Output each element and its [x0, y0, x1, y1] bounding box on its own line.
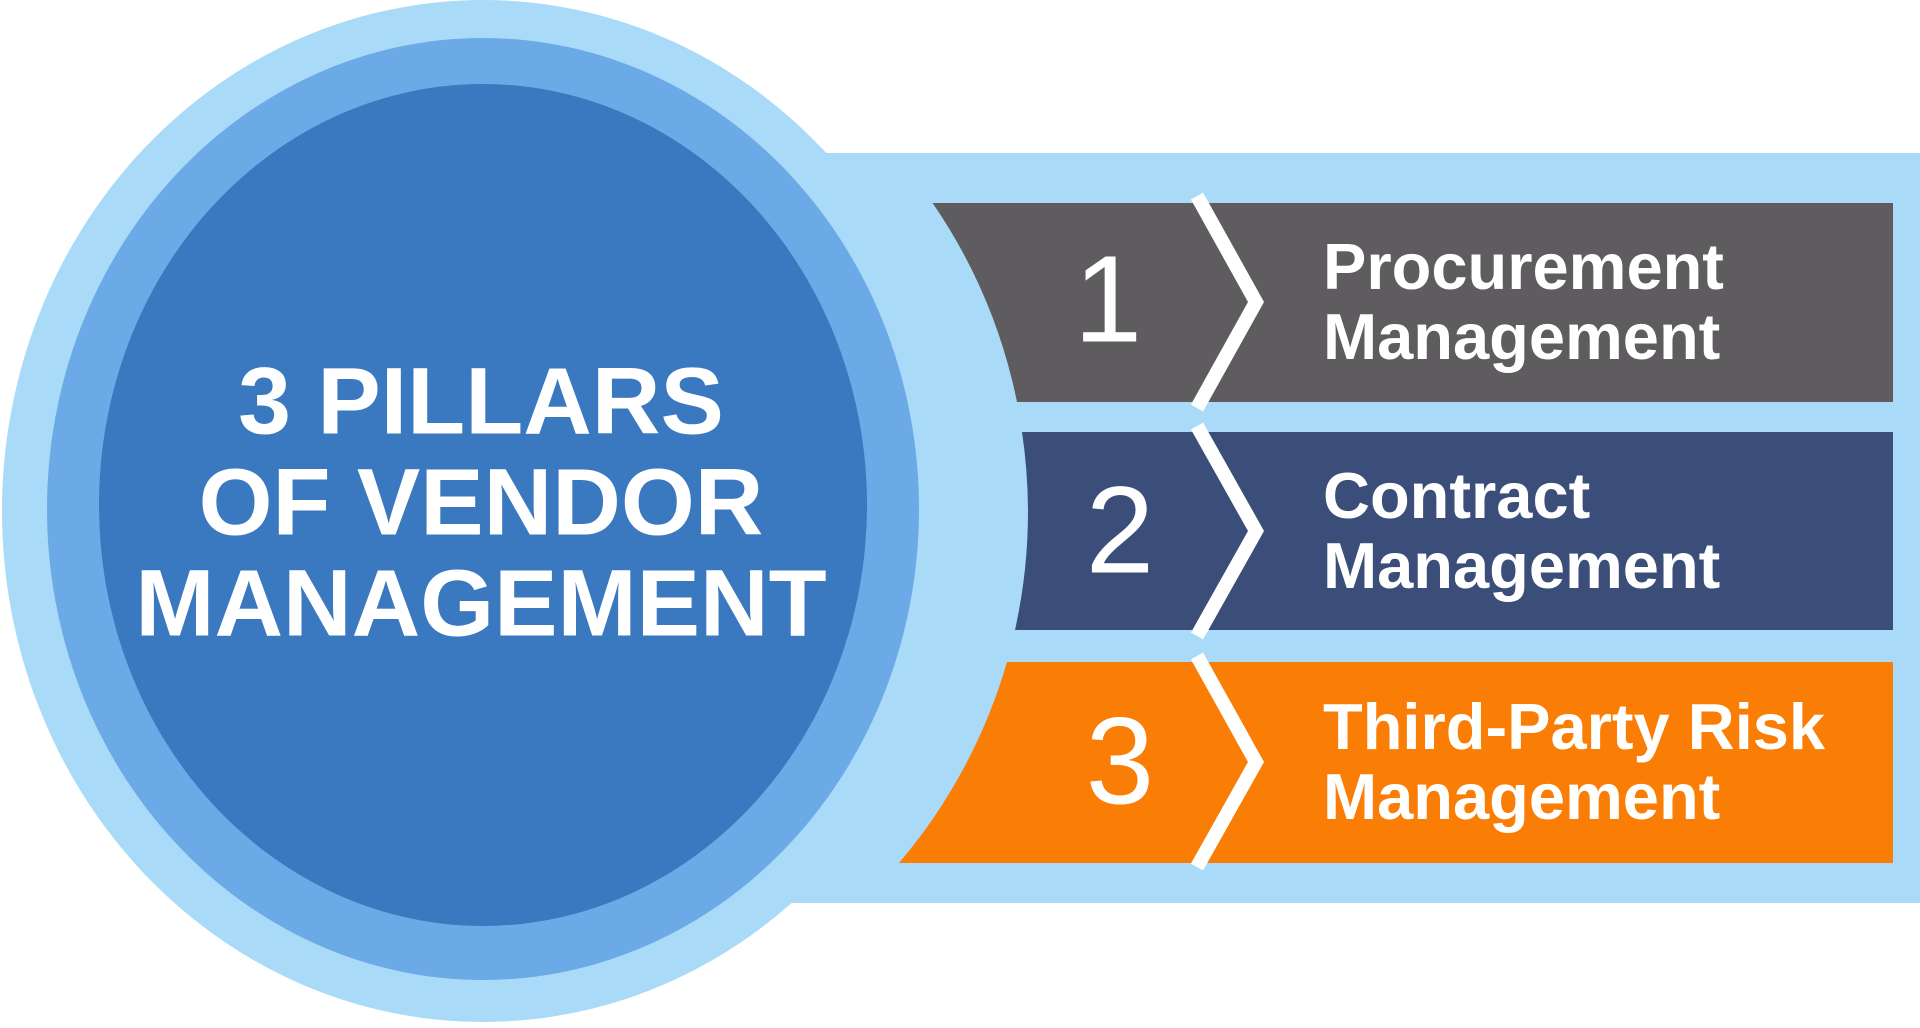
pillar-bar-1: [932, 203, 1893, 402]
pillar-bar-3: [899, 662, 1893, 863]
circle-title-line-3: MANAGEMENT: [135, 550, 827, 657]
pillar-2-number: 2: [1085, 462, 1155, 600]
pillar-3-label: Third-Party Risk Management: [1323, 692, 1825, 832]
circle-title: 3 PILLARS OF VENDOR MANAGEMENT: [135, 348, 827, 657]
pillar-3-label-line-2: Management: [1323, 760, 1721, 833]
pillar-3-label-line-1: Third-Party Risk: [1323, 690, 1826, 763]
pillar-1-label: Procurement Management: [1323, 232, 1724, 372]
pillar-1-label-line-2: Management: [1323, 300, 1721, 373]
circle-inner: [99, 84, 867, 926]
pillar-2-label: Contract Management: [1323, 461, 1720, 601]
chevron-right-icon: [1190, 422, 1265, 640]
chevron-right-icon: [1190, 652, 1265, 871]
pillar-3-number: 3: [1085, 693, 1155, 831]
chevron-right-icon: [1190, 192, 1265, 412]
pillar-2-label-line-2: Management: [1323, 529, 1721, 602]
pillar-2-label-line-1: Contract: [1323, 459, 1591, 532]
circle-title-line-1: 3 PILLARS: [238, 348, 724, 455]
pillar-1-label-line-1: Procurement: [1323, 230, 1724, 303]
circle-title-line-2: OF VENDOR: [198, 449, 764, 556]
pillar-1-number: 1: [1073, 231, 1143, 369]
